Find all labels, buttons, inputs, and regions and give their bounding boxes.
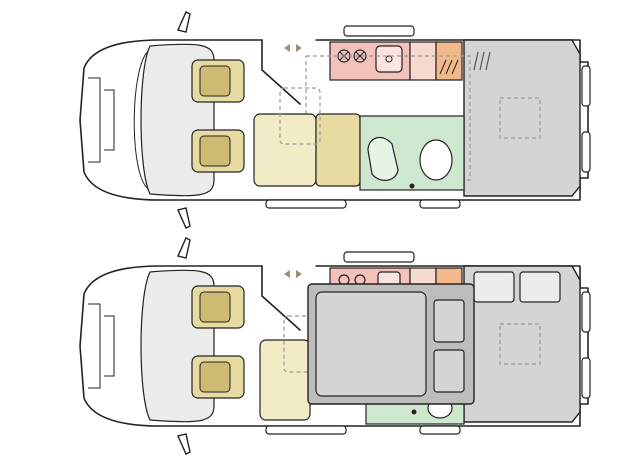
rear-wheel-step-night bbox=[419, 425, 461, 435]
mirror-right-icon bbox=[177, 207, 191, 229]
swap-arrows-icon bbox=[284, 44, 302, 52]
rear-storage-icon bbox=[463, 39, 581, 197]
fridge-icon bbox=[409, 41, 437, 81]
wardrobe-icon bbox=[435, 41, 463, 81]
front-grille bbox=[88, 77, 115, 163]
layout-day-plan bbox=[79, 11, 591, 229]
van-body-outline bbox=[261, 39, 589, 201]
layout-night-plan bbox=[79, 237, 591, 455]
kitchen-hood-night bbox=[343, 251, 415, 263]
side-door-step bbox=[265, 199, 347, 209]
van-front-outline bbox=[79, 39, 263, 201]
mirror-right-night-icon bbox=[177, 433, 191, 455]
mirror-left-icon bbox=[177, 11, 191, 33]
hanger-marks bbox=[439, 59, 459, 75]
wardrobe-marks-grey bbox=[473, 51, 491, 71]
sink-icon bbox=[375, 45, 403, 73]
pull-down-bed-icon bbox=[307, 283, 475, 405]
mirror-left-night-icon bbox=[177, 237, 191, 259]
bathroom-icon bbox=[359, 115, 465, 191]
cab-seats-night-icon bbox=[191, 285, 245, 399]
kitchen-hood bbox=[343, 25, 415, 37]
rear-wheel-step bbox=[419, 199, 461, 209]
rear-light-bottom-night bbox=[581, 357, 591, 399]
dinette-icon bbox=[253, 87, 361, 187]
windshield bbox=[133, 49, 151, 191]
rear-light-top bbox=[581, 65, 591, 107]
side-door-step-night bbox=[265, 425, 347, 435]
van-body-outline-night bbox=[261, 265, 589, 427]
rear-hatch bbox=[499, 97, 541, 139]
bed-pillow-icon bbox=[473, 271, 561, 303]
rear-light-top-night bbox=[581, 291, 591, 333]
front-grille-night bbox=[88, 303, 115, 389]
rear-light-bottom bbox=[581, 131, 591, 173]
rear-hatch-night bbox=[499, 323, 541, 365]
cab-seats-icon bbox=[191, 59, 245, 173]
swap-arrows-night-icon bbox=[284, 270, 302, 278]
van-front-outline-night bbox=[79, 265, 263, 427]
